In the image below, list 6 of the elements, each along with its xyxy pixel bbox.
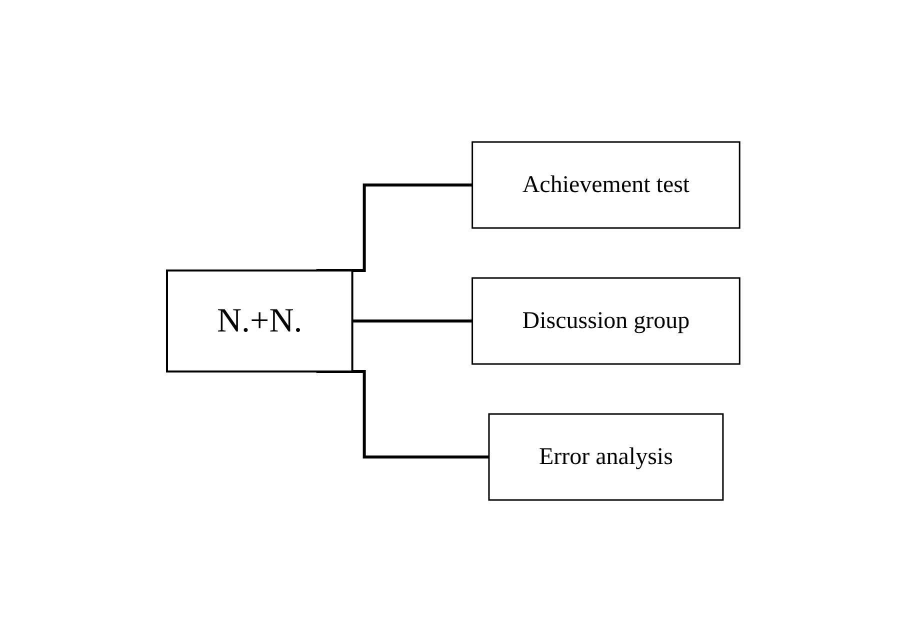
node-box: N.+N.: [166, 270, 354, 372]
connector: [352, 320, 472, 322]
node-box: Error analysis: [488, 413, 724, 501]
node-box: Discussion group: [472, 277, 741, 365]
node-box: Achievement test: [472, 141, 741, 229]
connector: [316, 184, 472, 272]
